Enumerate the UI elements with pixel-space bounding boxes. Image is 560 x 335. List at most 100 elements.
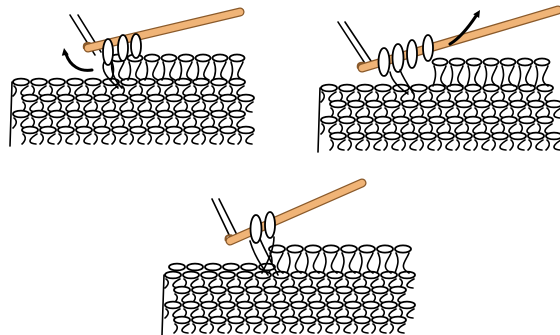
stitch-top-loop — [213, 55, 228, 62]
stitch-top-loop — [501, 117, 517, 124]
stitch-top-loop — [220, 95, 236, 102]
stitch-top-loop — [174, 287, 190, 294]
stitch-top-loop — [411, 117, 427, 124]
stitch-top-loop — [357, 117, 373, 124]
stitch-post — [372, 324, 387, 333]
stitch-top-loop — [67, 111, 83, 118]
step-2-panel — [300, 0, 560, 160]
loop-on-hook — [103, 39, 113, 65]
stitch-top-loop — [193, 111, 209, 118]
step-1-panel — [0, 0, 260, 160]
stitch-top-loop — [139, 111, 155, 118]
stitch-post — [192, 324, 207, 333]
stitch-post — [202, 134, 217, 144]
stitch-top-loop — [174, 317, 190, 324]
stitch-post — [174, 324, 189, 333]
stitch-post — [359, 253, 373, 273]
working-row — [111, 55, 245, 81]
stitch-top-loop — [175, 111, 191, 118]
stitch-post — [354, 324, 369, 333]
stitch-top-loop — [377, 245, 393, 252]
stitch-top-loop — [282, 317, 298, 324]
stitch-top-loop — [169, 264, 185, 271]
stitch-post — [535, 66, 548, 86]
stitch-top-loop — [348, 133, 364, 140]
stitch-top-loop — [76, 127, 92, 134]
stitch-top-loop — [484, 59, 499, 66]
stitch-top-loop — [264, 317, 280, 324]
stitch-top-loop — [363, 302, 379, 309]
stitch-top-loop — [390, 287, 406, 294]
stitch-post — [402, 140, 417, 150]
stitch-top-loop — [366, 101, 382, 108]
stitch-top-loop — [121, 111, 137, 118]
stitch-top-loop — [384, 133, 400, 140]
stitch-post — [501, 66, 514, 86]
stitch-top-loop — [130, 95, 146, 102]
stitch-top-loop — [341, 245, 357, 252]
stitch-top-loop — [13, 111, 29, 118]
stitch-post — [377, 253, 391, 273]
stitch-top-loop — [31, 79, 47, 86]
stitch-post — [287, 253, 301, 273]
stitch-top-loop — [483, 117, 499, 124]
stitch-top-loop — [184, 127, 200, 134]
stitch-post — [40, 134, 55, 144]
stitch-top-loop — [535, 59, 550, 66]
stitch-top-loop — [192, 317, 208, 324]
stitch-top-loop — [192, 287, 208, 294]
stitch-post — [213, 62, 226, 80]
stitch-top-loop — [510, 133, 526, 140]
stitch-post — [238, 134, 253, 144]
stitch-top-loop — [255, 302, 271, 309]
stitch-post — [130, 134, 145, 144]
stitch-top-loop — [85, 111, 101, 118]
stitch-post — [341, 253, 355, 273]
stitch-top-loop — [546, 133, 560, 140]
stitch-top-loop — [528, 101, 544, 108]
stitch-top-loop — [238, 127, 254, 134]
stitch-top-loop — [399, 302, 415, 309]
stitch-post — [348, 140, 363, 150]
stitch-top-loop — [183, 272, 199, 279]
stitch-post — [210, 324, 225, 333]
stitch-top-loop — [205, 264, 221, 271]
stitch-top-loop — [165, 302, 181, 309]
loop-on-hook — [379, 48, 390, 76]
working-yarn — [345, 22, 373, 64]
stitch-top-loop — [518, 59, 533, 66]
stitch-post — [484, 66, 497, 86]
stitch-top-loop — [157, 79, 173, 86]
stitch-post — [390, 324, 405, 333]
stitch-post — [94, 134, 109, 144]
loop-on-hook — [407, 40, 417, 68]
stitch-top-loop — [474, 101, 490, 108]
stitch-top-loop — [58, 95, 74, 102]
loop-on-hook — [131, 34, 141, 58]
stitch-post — [300, 324, 315, 333]
stitch-top-loop — [372, 317, 388, 324]
stitch-top-loop — [402, 101, 418, 108]
stitch-top-loop — [112, 127, 128, 134]
stitch-top-loop — [354, 317, 370, 324]
stitch-top-loop — [429, 85, 445, 92]
stitch-post — [179, 62, 192, 80]
stitch-top-loop — [165, 272, 181, 279]
fabric-block — [10, 79, 254, 146]
stitch-post — [438, 140, 453, 150]
stitch-top-loop — [157, 111, 173, 118]
stitch-top-loop — [318, 317, 334, 324]
stitch-top-loop — [201, 302, 217, 309]
stitch-post — [336, 324, 351, 333]
stitch-top-loop — [447, 117, 463, 124]
stitch-top-loop — [103, 111, 119, 118]
stitch-top-loop — [31, 111, 47, 118]
stitch-post — [510, 140, 525, 150]
stitch-top-loop — [145, 55, 160, 62]
stitch-top-loop — [501, 59, 516, 66]
stitch-top-loop — [148, 95, 164, 102]
stitch-top-loop — [58, 127, 74, 134]
stitch-top-loop — [327, 302, 343, 309]
stitch-top-loop — [300, 317, 316, 324]
stitch-top-loop — [321, 85, 337, 92]
